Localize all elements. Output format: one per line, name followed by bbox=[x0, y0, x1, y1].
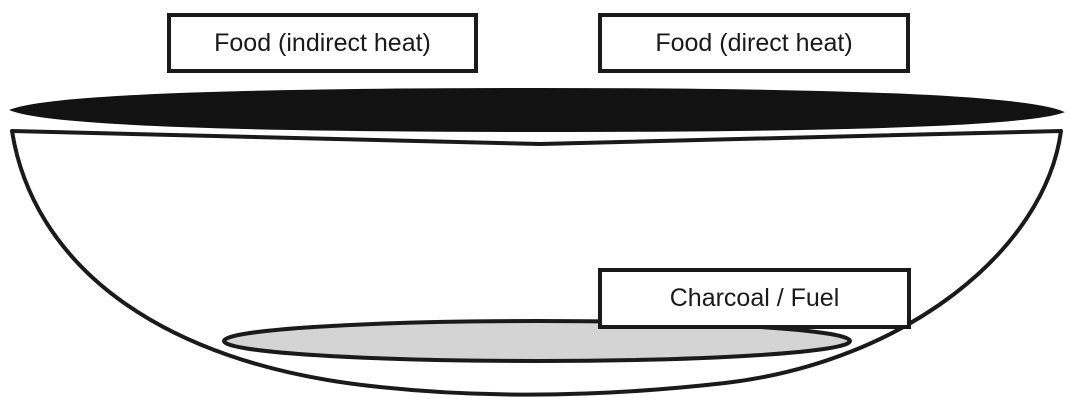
grill-grate bbox=[9, 87, 1065, 133]
food-indirect-heat-label: Food (indirect heat) bbox=[167, 13, 478, 73]
charcoal-bed bbox=[222, 319, 852, 363]
food-direct-heat-label: Food (direct heat) bbox=[598, 13, 910, 73]
charcoal-fuel-label: Charcoal / Fuel bbox=[598, 268, 911, 329]
